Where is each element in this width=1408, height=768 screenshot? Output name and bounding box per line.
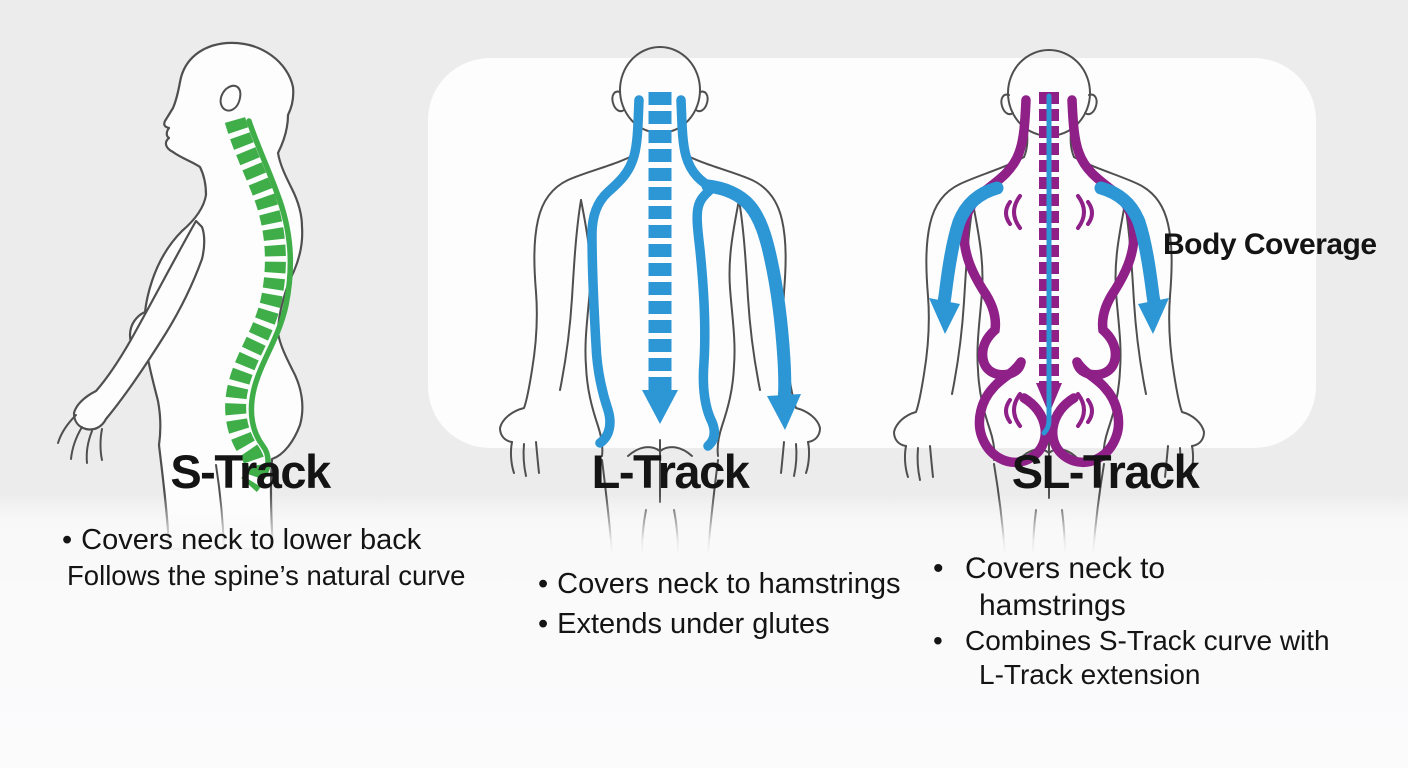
list-item-text: Combines S-Track curve with L-Track exte…	[965, 625, 1330, 690]
finger-line	[793, 443, 798, 477]
sl-track-description: •Covers neck to hamstrings •Combines S-T…	[933, 550, 1347, 692]
finger-line	[916, 447, 921, 481]
body-coverage-label: Body Coverage	[1163, 228, 1377, 261]
list-item-text: Follows the spine’s natural curve	[67, 560, 466, 591]
s-track-figure	[57, 41, 304, 551]
finger-line	[1189, 445, 1195, 478]
bullet-marker: •	[538, 608, 549, 640]
vibration-icon	[1086, 200, 1094, 226]
list-item: •Covers neck to hamstrings	[933, 552, 1166, 622]
glute-curve	[627, 446, 661, 457]
ear-icon	[1084, 93, 1098, 116]
l-track-path-icon	[587, 92, 801, 451]
finger-line	[903, 445, 909, 478]
finger-line	[70, 426, 83, 460]
vibration-icon	[1086, 398, 1094, 424]
finger-line	[522, 443, 527, 477]
leg-line	[1061, 509, 1066, 555]
ear-icon	[1000, 93, 1014, 116]
list-item-text: Covers neck to lower back	[81, 524, 422, 556]
finger-line	[1164, 445, 1169, 478]
vibration-icon	[1012, 392, 1022, 428]
list-item: •Extends under glutes	[538, 604, 900, 644]
l-track-title: L-Track	[591, 445, 750, 498]
s-track-spine-icon	[224, 117, 294, 493]
ear-icon	[219, 84, 242, 112]
list-item: •Combines S-Track curve with L-Track ext…	[933, 625, 1330, 690]
right-arm-arrowhead-icon	[1138, 298, 1169, 334]
vibration-icon	[1076, 392, 1086, 428]
finger-line	[85, 430, 93, 464]
sl-track-path-icon	[929, 92, 1169, 467]
vibration-icon	[1004, 398, 1012, 424]
finger-line	[1177, 447, 1182, 481]
finger-line	[780, 441, 785, 474]
sl-track-figure	[893, 49, 1205, 555]
finger-line	[805, 441, 811, 474]
bullet-marker: •	[538, 568, 549, 600]
bullet-marker: •	[62, 524, 73, 556]
finger-line	[535, 441, 540, 474]
list-item: Follows the spine’s natural curve	[62, 558, 465, 593]
finger-line	[509, 441, 515, 474]
vibration-icon	[1004, 200, 1012, 226]
l-track-description: •Covers neck to hamstrings •Extends unde…	[538, 564, 900, 644]
leg-line	[641, 509, 647, 555]
side-arm-icon	[57, 219, 206, 464]
back-body-outline-icon	[893, 49, 1205, 555]
list-item-text: Extends under glutes	[557, 608, 830, 640]
glute-curve	[659, 446, 693, 457]
left-arm-arrow-line	[937, 181, 1004, 309]
thumb-line	[57, 414, 77, 444]
leg-line	[1032, 509, 1037, 555]
list-item-text: Covers neck to hamstrings	[557, 568, 901, 600]
arm-arrowhead-icon	[767, 394, 801, 430]
s-track-description: •Covers neck to lower back Follows the s…	[62, 523, 465, 593]
vibration-icon	[1012, 194, 1022, 230]
ear-icon	[695, 90, 709, 113]
list-item: •Covers neck to lower back	[62, 523, 465, 558]
right-arm-arrow-line	[1094, 181, 1161, 309]
s-track-title: S-Track	[170, 445, 331, 498]
ear-icon	[611, 90, 625, 113]
sl-track-title: SL-Track	[1011, 445, 1200, 498]
finger-line	[99, 428, 103, 461]
vibration-icon	[1076, 194, 1086, 230]
list-item-text: Covers neck to hamstrings	[965, 552, 1166, 622]
spine-core-line	[1041, 93, 1052, 436]
finger-line	[929, 445, 934, 478]
list-item: •Covers neck to hamstrings	[538, 564, 900, 604]
spine-arrowhead-icon	[642, 390, 678, 424]
left-arm-arrowhead-icon	[929, 298, 960, 334]
leg-line	[673, 509, 679, 555]
